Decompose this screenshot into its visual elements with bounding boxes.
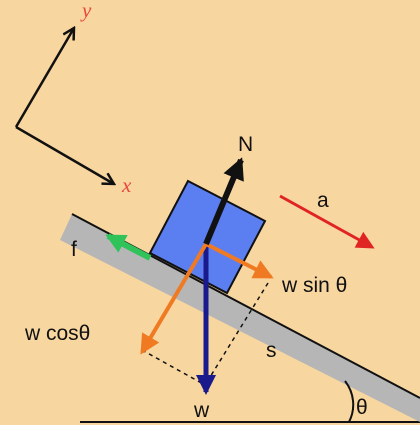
x-axis-arrow: [15, 125, 114, 184]
y-axis-label: y: [80, 0, 92, 22]
x-axis-label: x: [121, 173, 132, 197]
acceleration-arrow: [279, 194, 375, 249]
dashed-guide-right: [206, 282, 269, 383]
displacement-label: s: [266, 339, 277, 362]
angle-label: θ: [356, 396, 368, 419]
angle-arc: [344, 380, 355, 423]
dashed-guide-bottom: [141, 349, 206, 386]
normal-force-arrow: [203, 157, 244, 246]
weight-parallel-label: w sin θ: [281, 274, 347, 297]
incline-ramp: [60, 214, 420, 422]
y-axis-arrow: [14, 28, 74, 128]
acceleration-label: a: [317, 189, 329, 212]
friction-label: f: [71, 238, 77, 261]
weight-perpendicular-arrow: [140, 242, 208, 355]
weight-parallel-arrow: [205, 242, 274, 279]
friction-arrow: [105, 233, 152, 261]
weight-perpendicular-label: w cosθ: [24, 322, 90, 345]
normal-force-label: N: [238, 133, 253, 156]
weight-label: w: [193, 399, 210, 422]
